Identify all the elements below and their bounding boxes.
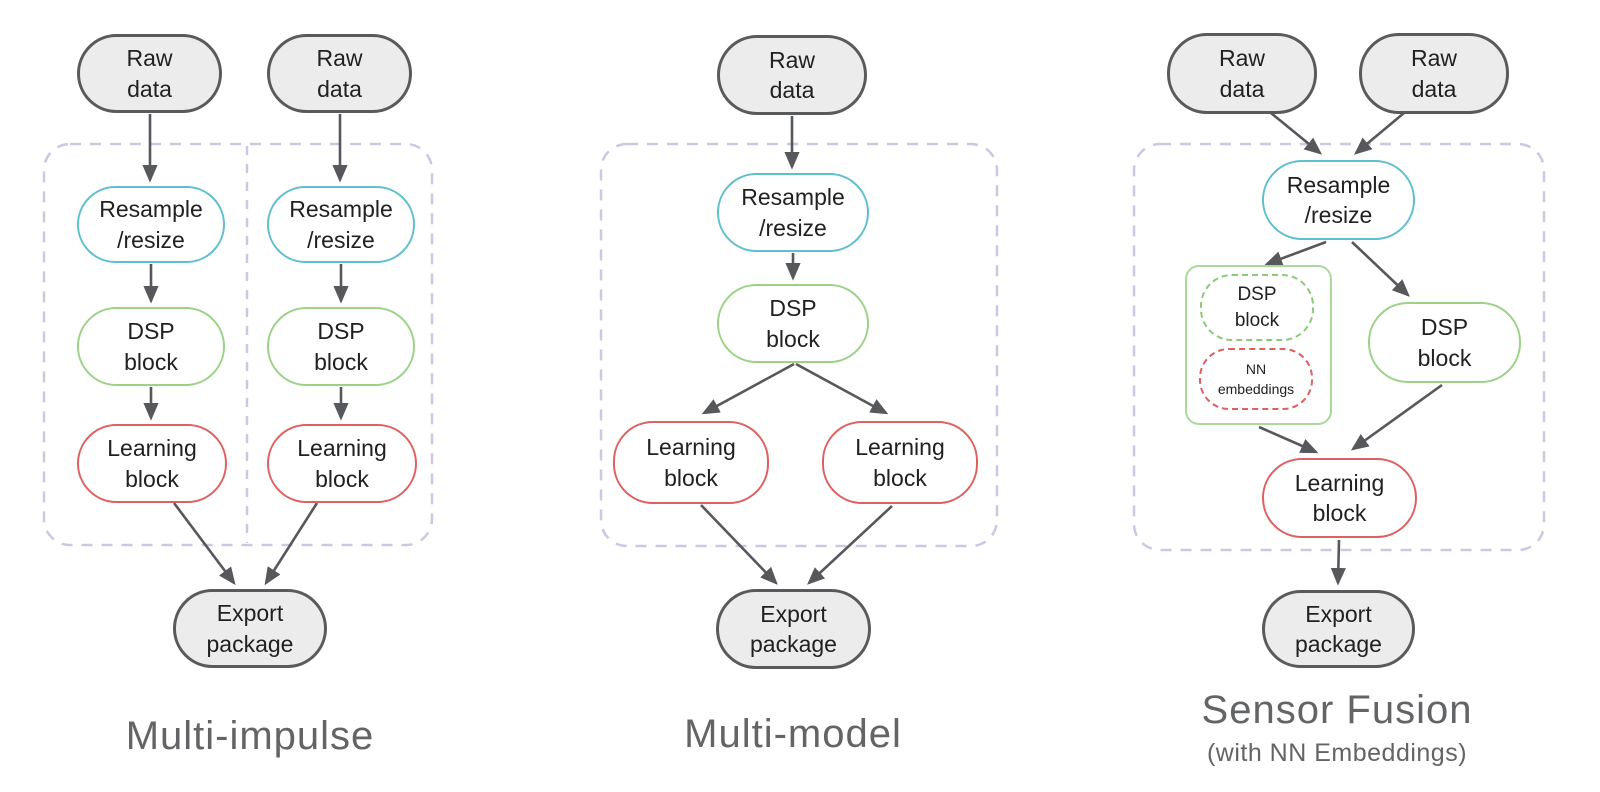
arrow-raw2-to-resample bbox=[1353, 112, 1405, 155]
node-export-package: Export package bbox=[716, 589, 871, 669]
node-learning-block: Learning block bbox=[77, 424, 227, 503]
arrow-learning-to-export bbox=[1330, 539, 1346, 586]
node-dsp-block: DSP block bbox=[1368, 302, 1521, 383]
node-raw-data: Raw data bbox=[267, 34, 412, 113]
node-dsp-block: DSP block bbox=[267, 307, 415, 386]
diagram-title-text: Multi-impulse bbox=[125, 714, 375, 758]
node-resample-resize: Resample /resize bbox=[77, 186, 225, 263]
node-learning-block: Learning block bbox=[1262, 458, 1417, 538]
arrow-resample-to-embedded-group bbox=[1264, 240, 1327, 266]
node-resample-resize: Resample /resize bbox=[717, 173, 869, 252]
node-dsp-block: DSP block bbox=[717, 284, 869, 363]
diagram-title-multi-impulse: Multi-impulse bbox=[75, 714, 425, 758]
node-export-package: Export package bbox=[173, 589, 327, 668]
diagram-title-sensor-fusion: Sensor Fusion (with NN Embeddings) bbox=[1162, 688, 1512, 768]
node-export-package: Export package bbox=[1262, 590, 1415, 668]
node-raw-data: Raw data bbox=[77, 34, 222, 113]
arrow-dsp-to-learning-left bbox=[701, 362, 795, 415]
arrow-learning1-to-export bbox=[172, 502, 236, 586]
arrow-dsp-to-learning bbox=[1350, 383, 1443, 451]
node-dsp-block-dashed: DSP block bbox=[1200, 274, 1314, 341]
arrow-learning-right-to-export bbox=[807, 505, 893, 585]
arrow-resample-to-dsp bbox=[1351, 241, 1410, 297]
node-raw-data: Raw data bbox=[1359, 33, 1509, 114]
node-raw-data: Raw data bbox=[1167, 33, 1317, 114]
diagram-title-text: Sensor Fusion bbox=[1201, 688, 1473, 732]
diagram-subtitle-text: (with NN Embeddings) bbox=[1206, 739, 1468, 767]
container-multi-model bbox=[599, 142, 999, 548]
arrow-dsp-to-learning-right bbox=[795, 362, 889, 415]
node-learning-block: Learning block bbox=[267, 424, 417, 503]
diagram-title-multi-model: Multi-model bbox=[618, 712, 968, 756]
node-learning-block: Learning block bbox=[822, 421, 978, 504]
diagram-title-text: Multi-model bbox=[684, 712, 902, 756]
container-sensor-fusion bbox=[1132, 142, 1546, 552]
arrow-embedded-group-to-learning bbox=[1258, 425, 1319, 454]
node-resample-resize: Resample /resize bbox=[267, 186, 415, 263]
node-learning-block: Learning block bbox=[613, 421, 769, 504]
arrow-raw1-to-resample bbox=[1270, 111, 1323, 155]
node-nn-embeddings-dashed: NN embeddings bbox=[1199, 348, 1313, 410]
container-multi-impulse bbox=[42, 142, 434, 547]
arrow-learning-left-to-export bbox=[700, 504, 778, 585]
arrow-learning2-to-export bbox=[264, 502, 319, 586]
node-raw-data: Raw data bbox=[717, 35, 867, 115]
node-dsp-block: DSP block bbox=[77, 307, 225, 386]
node-resample-resize: Resample /resize bbox=[1262, 160, 1415, 240]
